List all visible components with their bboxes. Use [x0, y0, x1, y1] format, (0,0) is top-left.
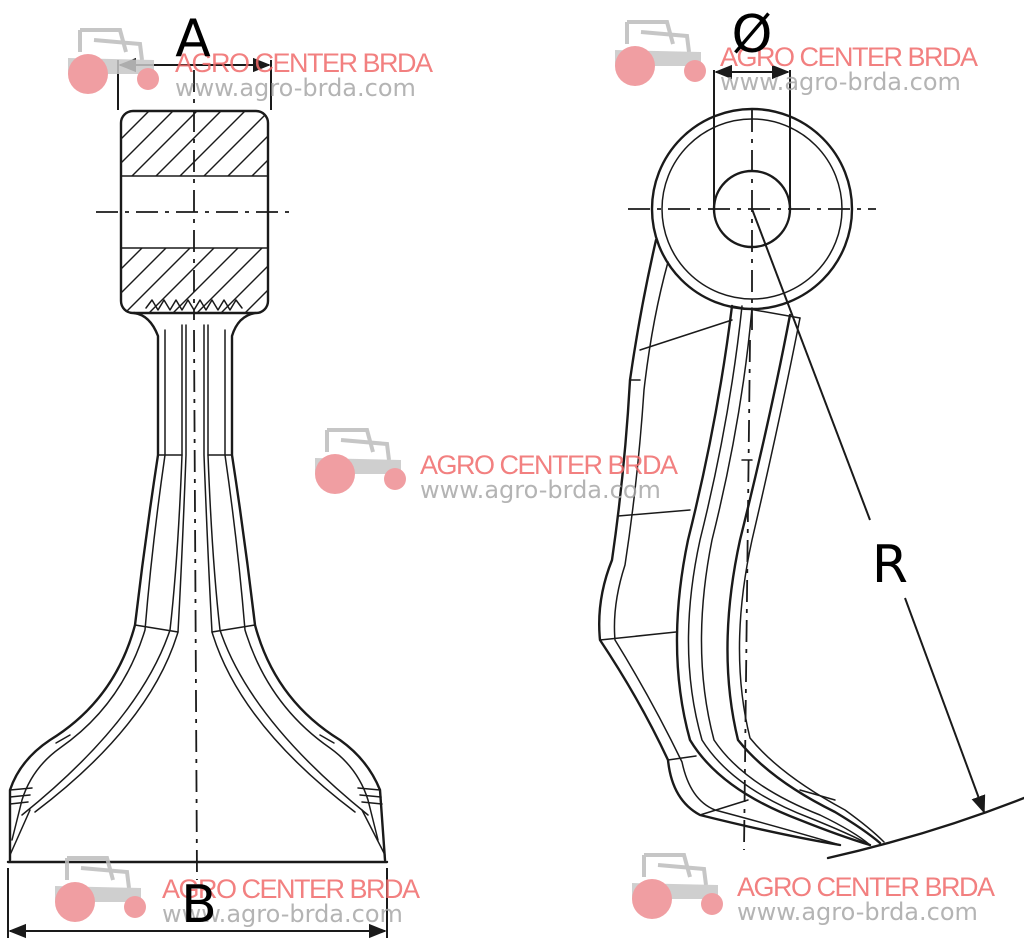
- watermark-url: www.agro-brda.com: [175, 74, 416, 102]
- tractor-icon: [630, 853, 725, 921]
- tractor-icon: [613, 20, 708, 88]
- watermark-name: AGRO CENTER BRDA: [720, 42, 978, 72]
- label-b: B: [181, 875, 217, 935]
- watermark-url: www.agro-brda.com: [420, 476, 661, 504]
- tractor-icon: [66, 28, 161, 96]
- tractor-icon: [53, 856, 148, 924]
- watermark-bottom-right: AGRO CENTER BRDA www.agro-brda.com: [630, 853, 997, 926]
- side-view: [598, 64, 1024, 860]
- front-view: [6, 57, 389, 939]
- watermark-name: AGRO CENTER BRDA: [420, 450, 678, 480]
- watermark-url: www.agro-brda.com: [737, 898, 978, 926]
- watermark-name: AGRO CENTER BRDA: [737, 872, 995, 902]
- tractor-icon: [313, 428, 408, 496]
- watermark-name: AGRO CENTER BRDA: [162, 874, 420, 904]
- label-diameter: Ø: [732, 5, 773, 65]
- watermark-url: www.agro-brda.com: [162, 900, 403, 928]
- watermark-center: AGRO CENTER BRDA www.agro-brda.com: [313, 428, 680, 504]
- watermark-name: AGRO CENTER BRDA: [175, 48, 433, 78]
- watermark-bottom-left: AGRO CENTER BRDA www.agro-brda.com: [53, 856, 422, 928]
- watermark-top-left: AGRO CENTER BRDA www.agro-brda.com: [66, 28, 435, 102]
- watermark-top-right: AGRO CENTER BRDA www.agro-brda.com: [613, 20, 980, 96]
- label-a: A: [175, 9, 211, 69]
- label-radius: R: [872, 535, 908, 595]
- watermark-url: www.agro-brda.com: [720, 68, 961, 96]
